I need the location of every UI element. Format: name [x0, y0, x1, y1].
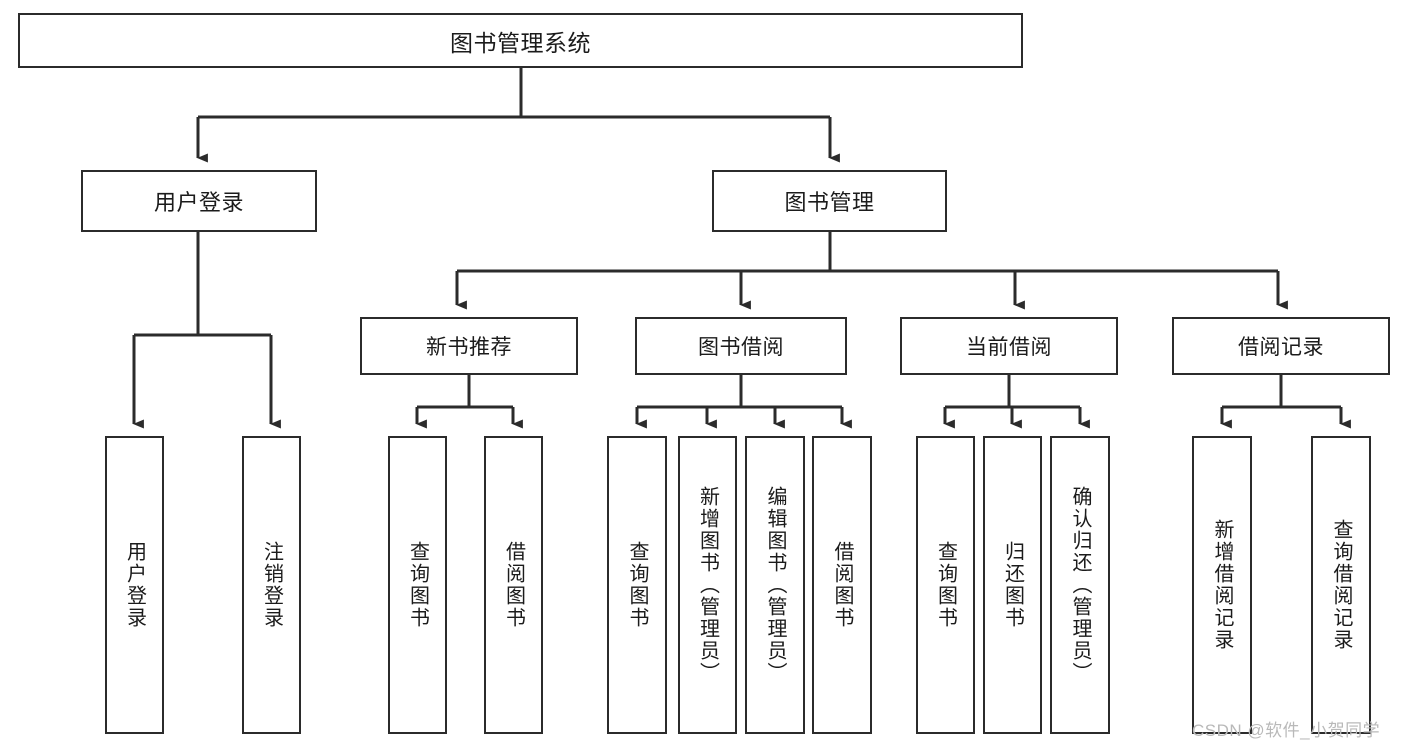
node-borrow-record[interactable]: 借阅记录 [1172, 317, 1390, 375]
node-root-label: 图书管理系统 [450, 29, 591, 56]
leaf-return-book-label: 归还图书 [1001, 541, 1024, 629]
node-borrow-record-label: 借阅记录 [1238, 336, 1324, 359]
node-book-management-label: 图书管理 [784, 190, 875, 215]
node-root-system[interactable]: 图书管理系统 [18, 13, 1023, 68]
leaf-add-book-label: 新增图书（管理员） [696, 486, 719, 684]
leaf-return-book[interactable]: 归还图书 [983, 436, 1042, 734]
leaf-query-book-2-label: 查询图书 [626, 541, 648, 629]
node-new-book-recommend[interactable]: 新书推荐 [360, 317, 578, 375]
leaf-borrow-book-1-label: 借阅图书 [502, 541, 525, 629]
leaf-query-borrow-record[interactable]: 查询借阅记录 [1311, 436, 1371, 734]
node-book-borrow-label: 图书借阅 [698, 336, 784, 359]
leaf-borrow-book-2-label: 借阅图书 [831, 541, 853, 629]
node-user-login[interactable]: 用户登录 [81, 170, 317, 232]
leaf-confirm-return-label: 确认归还（管理员） [1069, 486, 1091, 684]
leaf-query-book-3[interactable]: 查询图书 [916, 436, 975, 734]
leaf-query-book-2[interactable]: 查询图书 [607, 436, 667, 734]
node-new-book-recommend-label: 新书推荐 [426, 336, 512, 359]
leaf-add-borrow-record-label: 新增借阅记录 [1211, 519, 1233, 651]
leaf-query-book-1-label: 查询图书 [406, 541, 429, 629]
leaf-add-borrow-record[interactable]: 新增借阅记录 [1192, 436, 1252, 734]
leaf-user-login-label: 用户登录 [123, 541, 146, 629]
leaf-confirm-return[interactable]: 确认归还（管理员） [1050, 436, 1110, 734]
leaf-add-book[interactable]: 新增图书（管理员） [678, 436, 737, 734]
leaf-logout-login-label: 注销登录 [260, 541, 283, 629]
leaf-user-login[interactable]: 用户登录 [105, 436, 164, 734]
node-user-login-label: 用户登录 [153, 190, 244, 215]
leaf-edit-book[interactable]: 编辑图书（管理员） [745, 436, 805, 734]
leaf-edit-book-label: 编辑图书（管理员） [764, 486, 786, 684]
leaf-logout-login[interactable]: 注销登录 [242, 436, 301, 734]
node-book-management[interactable]: 图书管理 [712, 170, 947, 232]
leaf-query-book-1[interactable]: 查询图书 [388, 436, 447, 734]
node-current-borrow-label: 当前借阅 [966, 336, 1052, 359]
leaf-query-borrow-record-label: 查询借阅记录 [1330, 519, 1352, 651]
node-current-borrow[interactable]: 当前借阅 [900, 317, 1118, 375]
leaf-borrow-book-2[interactable]: 借阅图书 [812, 436, 872, 734]
node-book-borrow[interactable]: 图书借阅 [635, 317, 847, 375]
csdn-watermark: CSDN @软件_小贺同学 [1192, 721, 1381, 740]
leaf-borrow-book-1[interactable]: 借阅图书 [484, 436, 543, 734]
leaf-query-book-3-label: 查询图书 [934, 541, 957, 629]
